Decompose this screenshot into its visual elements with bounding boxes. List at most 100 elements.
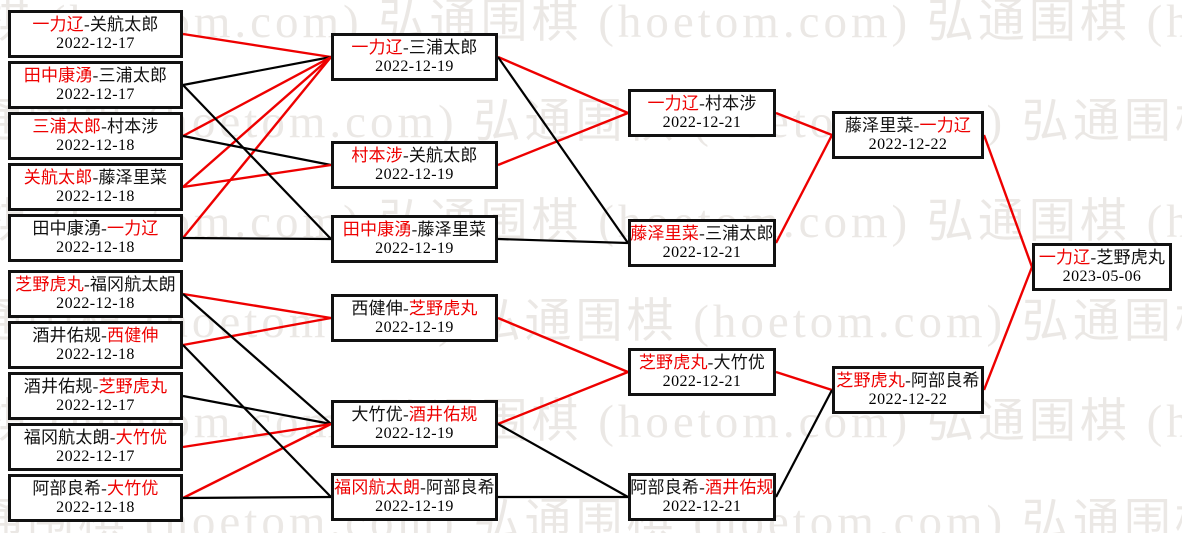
player-left: 藤泽里菜 [844,116,914,136]
bracket-edge [182,56,332,188]
bracket-edge [182,55,332,138]
match-date: 2022-12-17 [56,34,135,52]
match-players: 藤泽里菜-一力辽 [845,117,971,135]
player-left: 福冈航太朗 [334,478,421,498]
vs-separator: - [420,478,427,498]
player-left: 关航太郎 [23,168,93,188]
player-right: 阿部良希 [910,371,980,391]
vs-separator: - [402,299,409,319]
vs-separator: - [402,38,409,58]
player-left: 一力辽 [1038,248,1091,268]
match-players: 藤泽里菜-三浦太郎 [630,224,773,244]
vs-separator: - [905,371,911,391]
player-right: 福冈航太朗 [89,275,176,295]
player-left: 三浦太郎 [32,117,102,137]
match-players: 一力辽-三浦太郎 [351,39,477,57]
match-date: 2023-05-06 [1062,267,1142,285]
vs-separator: - [83,15,90,35]
player-right: 酒井佑规 [408,405,478,425]
bracket-edge [497,55,629,115]
bracket-edge [182,495,332,500]
match-date: 2022-12-22 [868,135,948,153]
player-left: 一力辽 [351,38,403,58]
player-right: 一力辽 [919,116,972,136]
bracket-edge [182,56,332,239]
match-players: 阿部良希-酒井佑规 [631,479,773,497]
match-date: 2022-12-21 [662,372,742,390]
bracket-edge [182,134,332,167]
player-right: 关航太郎 [408,146,478,166]
bracket-edge [182,55,332,87]
bracket-edge [182,422,332,449]
vs-separator: - [411,220,418,240]
player-right: 芝野虎丸 [408,299,478,319]
player-right: 藤泽里菜 [98,168,168,188]
bracket-edge [182,292,332,320]
vs-separator: - [1090,248,1097,268]
player-left: 福冈航太朗 [23,428,110,448]
bracket-edge [774,134,834,244]
match-date: 2022-12-18 [56,345,135,363]
player-right: 村本涉 [704,94,757,114]
bracket-edge [182,84,332,240]
bracket-edge [497,111,629,167]
vs-separator: - [92,66,99,86]
vs-separator: - [402,146,409,166]
player-right: 西健伸 [107,326,159,346]
player-left: 西健伸 [351,299,403,319]
player-left: 一力辽 [647,94,700,114]
player-right: 三浦太郎 [98,66,168,86]
player-left: 芝野虎丸 [638,353,708,373]
match-date: 2022-12-17 [56,396,135,414]
vs-separator: - [101,326,108,346]
match-players: 西健伸-芝野虎丸 [351,300,477,318]
player-right: 大竹优 [713,353,766,373]
match-date: 2022-12-21 [662,243,742,261]
match-players: 芝野虎丸-福冈航太朗 [15,276,176,294]
vs-separator: - [101,117,108,137]
vs-separator: - [101,219,108,239]
player-left: 芝野虎丸 [836,371,906,391]
match-players: 芝野虎丸-阿部良希 [836,372,980,390]
vs-separator: - [92,377,99,397]
match-date: 2022-12-19 [375,239,454,257]
player-right: 大竹优 [107,479,159,499]
player-left: 村本涉 [351,146,403,166]
player-right: 关航太郎 [89,15,159,35]
match-players: 一力辽-关航太郎 [32,16,158,34]
bracket-edge [982,134,1034,268]
bracket-edge [182,316,332,347]
bracket-edge [497,237,629,245]
vs-separator: - [699,94,705,114]
player-right: 一力辽 [107,219,159,239]
match-players: 阿部良希-大竹优 [32,480,158,498]
player-left: 藤泽里菜 [630,224,700,244]
vs-separator: - [707,353,714,373]
vs-separator: - [699,224,705,244]
match-date: 2022-12-18 [56,498,135,516]
